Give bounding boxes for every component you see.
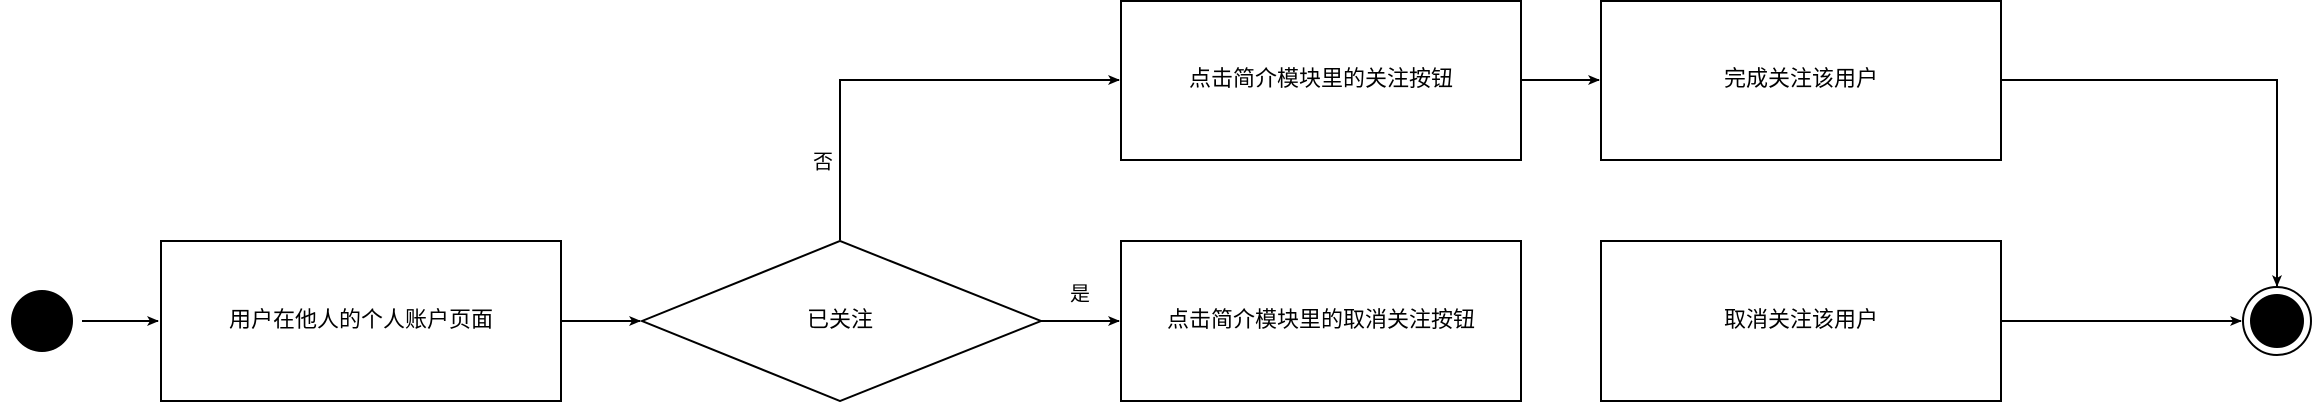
node-unfollow-done-label: 取消关注该用户: [1724, 308, 1878, 333]
start-node: [11, 290, 73, 352]
node-click-follow: 点击简介模块里的关注按钮: [1120, 0, 1522, 161]
node-user-on-profile: 用户在他人的个人账户页面: [160, 240, 562, 402]
decision-already-followed: 已关注: [639, 239, 1044, 402]
edge-label-yes: 是: [1070, 282, 1090, 306]
edge-decision-no: [839, 75, 1120, 240]
node-click-unfollow-label: 点击简介模块里的取消关注按钮: [1167, 308, 1475, 333]
node-click-follow-label: 点击简介模块里的关注按钮: [1189, 67, 1453, 92]
decision-already-followed-label: 已关注: [807, 308, 873, 333]
end-node: [2242, 286, 2312, 356]
node-user-on-profile-label: 用户在他人的个人账户页面: [229, 308, 493, 333]
edge-follow-done-to-end: [2001, 79, 2282, 287]
node-follow-done-label: 完成关注该用户: [1724, 67, 1878, 92]
node-click-unfollow: 点击简介模块里的取消关注按钮: [1120, 240, 1522, 402]
node-unfollow-done: 取消关注该用户: [1600, 240, 2002, 402]
node-follow-done: 完成关注该用户: [1600, 0, 2002, 161]
edge-label-no: 否: [813, 150, 833, 174]
